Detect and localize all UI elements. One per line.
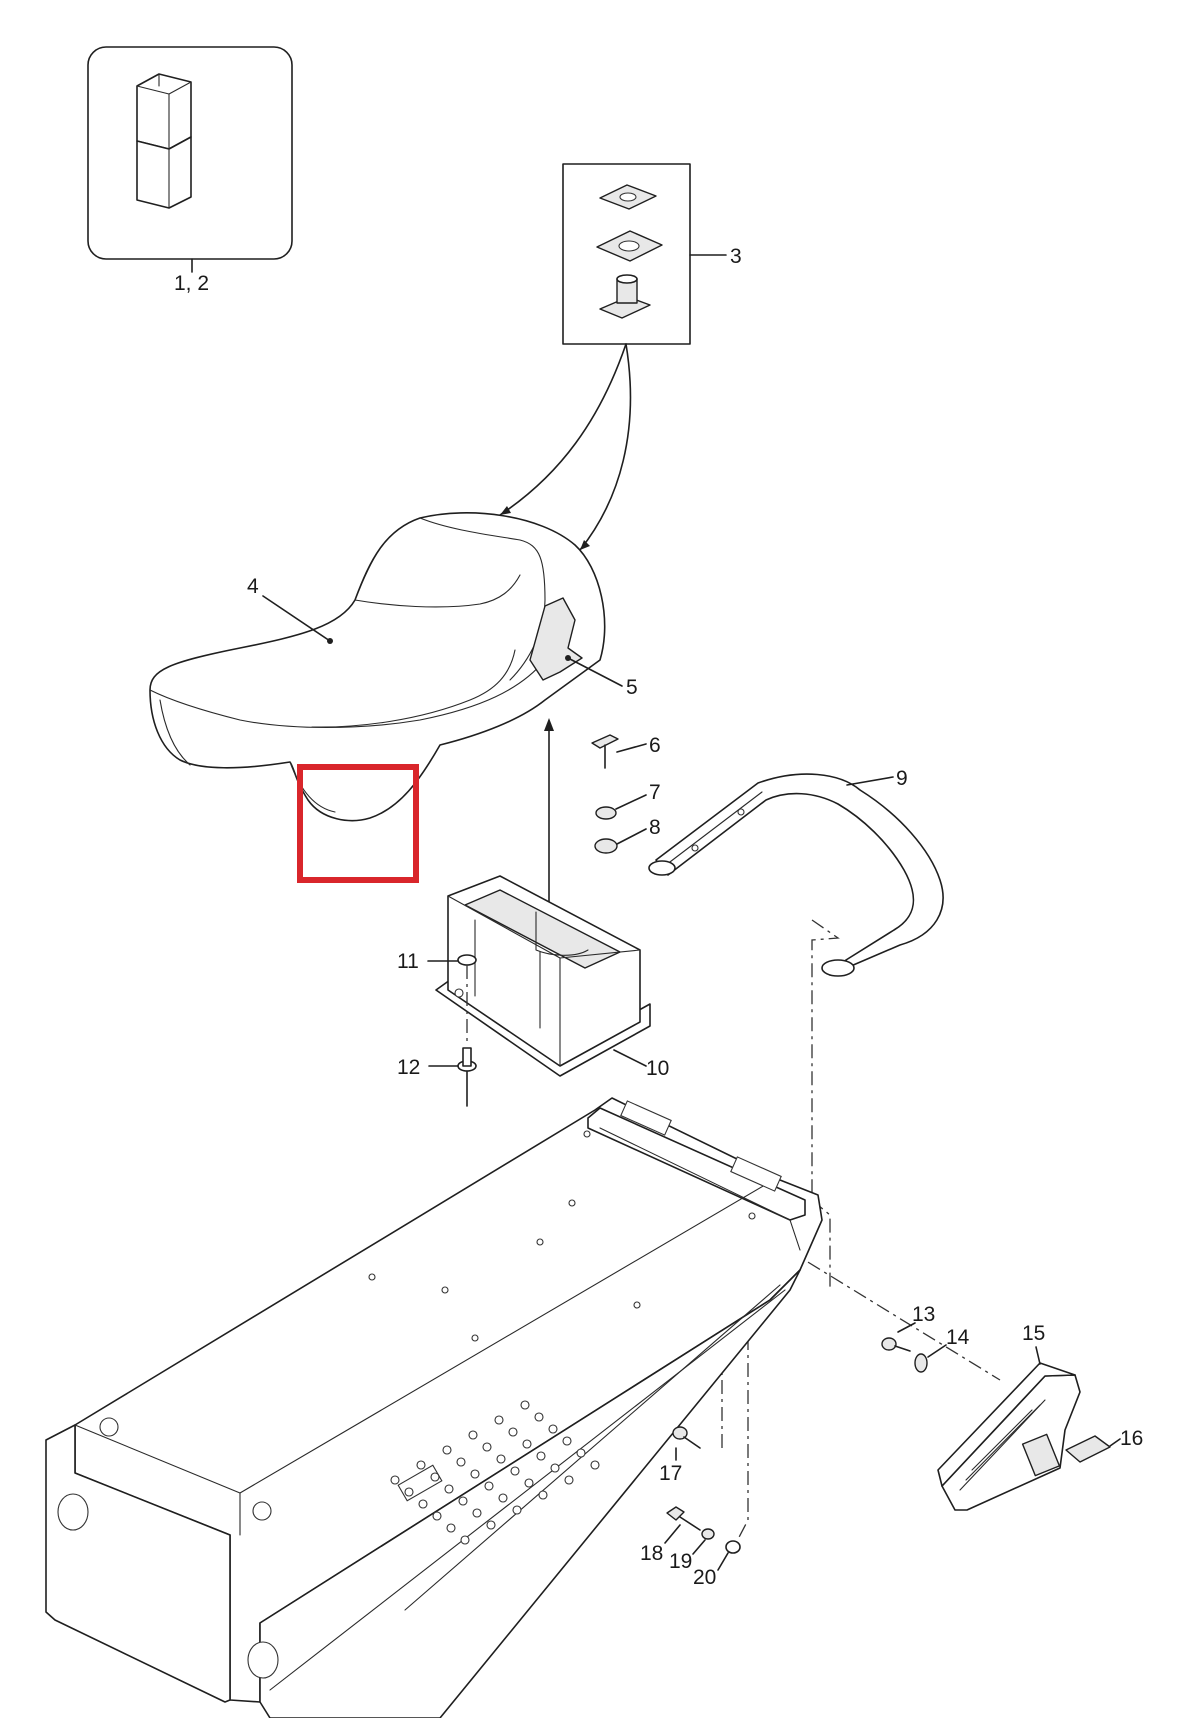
perforation-hole bbox=[534, 1412, 544, 1422]
part-14-washer: 14 bbox=[914, 1326, 970, 1373]
reflector-icon bbox=[1065, 1435, 1111, 1463]
grommet-icon bbox=[457, 954, 477, 966]
perforation-hole bbox=[512, 1505, 522, 1515]
plate-icon bbox=[596, 230, 663, 262]
foam-block-icon bbox=[136, 73, 192, 209]
callout-19: 19 bbox=[669, 1550, 692, 1573]
callout-14: 14 bbox=[946, 1326, 970, 1349]
hex-bolt-icon bbox=[666, 1506, 701, 1531]
callout-11: 11 bbox=[397, 950, 419, 973]
seat: 4 5 bbox=[149, 512, 638, 822]
perforation-hole bbox=[404, 1487, 414, 1497]
perforation-hole bbox=[442, 1445, 452, 1455]
perforation-hole bbox=[494, 1415, 504, 1425]
lock-washer-icon bbox=[595, 806, 617, 820]
grommet-icon bbox=[599, 184, 657, 210]
perforation-hole bbox=[486, 1520, 496, 1530]
t-bolt-icon bbox=[591, 734, 619, 769]
assembly-arrows-3 bbox=[499, 343, 632, 551]
callout-17: 17 bbox=[659, 1462, 682, 1485]
perforation-hole bbox=[576, 1448, 586, 1458]
callout-12: 12 bbox=[397, 1056, 420, 1079]
footrest-perforations bbox=[390, 1400, 600, 1545]
perforation-hole bbox=[390, 1475, 400, 1485]
latch-post-icon bbox=[599, 274, 651, 319]
part-1-2-inset: 1, 2 bbox=[87, 46, 293, 295]
lock-washer-icon bbox=[701, 1528, 715, 1540]
callout-18: 18 bbox=[640, 1542, 663, 1565]
rivet-icon bbox=[457, 1047, 477, 1107]
part-11-grommet: 11 bbox=[397, 950, 477, 1045]
perforation-hole bbox=[432, 1511, 442, 1521]
perforation-hole bbox=[538, 1490, 548, 1500]
flat-washer-icon bbox=[725, 1540, 741, 1554]
part-17-screw: 17 bbox=[659, 1426, 701, 1485]
perforation-hole bbox=[416, 1460, 426, 1470]
part-12-rivet: 12 bbox=[397, 1047, 477, 1107]
perforation-hole bbox=[444, 1484, 454, 1494]
perforation-hole bbox=[496, 1454, 506, 1464]
callout-13: 13 bbox=[912, 1303, 935, 1326]
callout-16: 16 bbox=[1120, 1427, 1143, 1450]
part-10-seat-support: 10 bbox=[435, 875, 669, 1080]
part-16-reflector: 16 bbox=[1065, 1427, 1143, 1463]
part-9-grab-handle: 9 bbox=[648, 767, 944, 977]
perforation-hole bbox=[470, 1469, 480, 1479]
part-20-washer: 20 bbox=[693, 1540, 741, 1589]
part-19-washer: 19 bbox=[669, 1528, 715, 1573]
part-7-washer: 7 bbox=[595, 781, 661, 820]
callout-15: 15 bbox=[1022, 1322, 1045, 1345]
perforation-hole bbox=[468, 1430, 478, 1440]
frame bbox=[45, 1097, 823, 1718]
callout-4: 4 bbox=[247, 575, 259, 598]
perforation-hole bbox=[520, 1400, 530, 1410]
perforation-hole bbox=[550, 1463, 560, 1473]
callout-7: 7 bbox=[649, 781, 661, 804]
callout-6: 6 bbox=[649, 734, 661, 757]
perforation-hole bbox=[460, 1535, 470, 1545]
part-8-nut: 8 bbox=[594, 816, 661, 854]
perforation-hole bbox=[484, 1481, 494, 1491]
perforation-hole bbox=[590, 1460, 600, 1470]
perforation-hole bbox=[548, 1424, 558, 1434]
perforation-hole bbox=[510, 1466, 520, 1476]
perforation-hole bbox=[522, 1439, 532, 1449]
callout-9: 9 bbox=[896, 767, 908, 790]
callout-8: 8 bbox=[649, 816, 661, 839]
perforation-hole bbox=[418, 1499, 428, 1509]
perforation-hole bbox=[564, 1475, 574, 1485]
part-13-bolt: 13 bbox=[881, 1303, 935, 1352]
part-6-bolt: 6 bbox=[591, 734, 661, 769]
perforation-hole bbox=[524, 1478, 534, 1488]
perforation-hole bbox=[482, 1442, 492, 1452]
callout-20: 20 bbox=[693, 1566, 716, 1589]
perforation-hole bbox=[562, 1436, 572, 1446]
part-18-bolt: 18 bbox=[640, 1506, 701, 1565]
perforation-hole bbox=[458, 1496, 468, 1506]
perforation-hole bbox=[472, 1508, 482, 1518]
callout-3: 3 bbox=[730, 245, 742, 268]
perforation-hole bbox=[536, 1451, 546, 1461]
callout-1-2: 1, 2 bbox=[174, 272, 209, 295]
callout-10: 10 bbox=[646, 1057, 669, 1080]
nut-icon bbox=[594, 838, 618, 854]
star-washer-icon bbox=[914, 1353, 928, 1373]
perforation-hole bbox=[456, 1457, 466, 1467]
perforation-hole bbox=[508, 1427, 518, 1437]
perforation-hole bbox=[430, 1472, 440, 1482]
screw-icon bbox=[672, 1426, 701, 1449]
perforation-hole bbox=[498, 1493, 508, 1503]
part-15-step-plate: 15 bbox=[937, 1322, 1081, 1511]
perforation-hole bbox=[446, 1523, 456, 1533]
callout-5: 5 bbox=[626, 676, 638, 699]
highlight-box bbox=[297, 764, 419, 883]
part-3-inset: 3 bbox=[562, 163, 742, 345]
flange-bolt-icon bbox=[881, 1337, 911, 1352]
